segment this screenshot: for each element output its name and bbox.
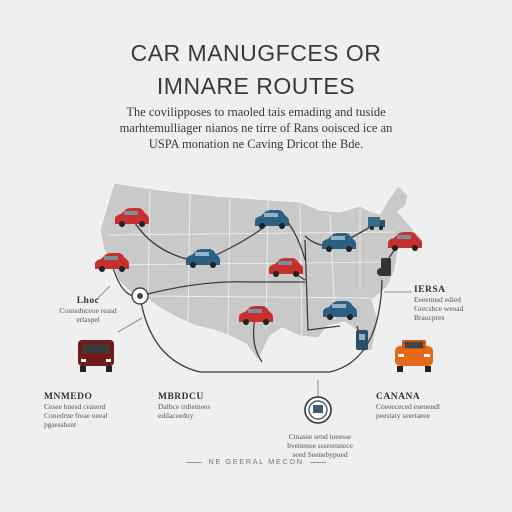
car-icon-red-southwest xyxy=(95,253,129,272)
intro-line-1: The covilipposes to rnaoled tais emading… xyxy=(126,105,386,119)
label-right-upper: IERSA Eeeennsd edied Grecsbce weoad Brau… xyxy=(414,285,464,322)
label-bottom-center: Cmasse send toeesse bvenenoe sssesesnece… xyxy=(287,432,353,459)
footer-text: NE GEERAL MECON xyxy=(208,457,304,466)
intro-line-2: marhtemulliager nianos ne tirre of Rans … xyxy=(119,121,393,135)
car-icon-blue-southeast xyxy=(323,301,357,320)
title-line-1: CAR MANUGFCES OR xyxy=(130,40,382,66)
car-icon-red-west xyxy=(115,208,149,227)
tank-icon-southeast xyxy=(356,330,368,350)
car-icon-blue-northcentral xyxy=(255,210,289,229)
car-icon-maroon-front xyxy=(78,340,114,372)
intro-line-3: USPA monation ne Caving Dricot the Bde. xyxy=(148,137,364,151)
car-icon-orange-front xyxy=(395,340,433,372)
car-icon-red-south xyxy=(239,306,273,325)
label-bottom-left: MNMEDO Cesee bnesd ceaserd Conedrne frea… xyxy=(44,392,108,429)
footer-dash-left xyxy=(186,461,203,463)
label-bottom-right: CANANA Coeeececed esenendl peestaty seer… xyxy=(376,392,440,420)
emblem-icon xyxy=(304,396,332,424)
footer-dash-right xyxy=(309,461,326,463)
label-left-upper: Lhoc Cosnsdnceoe reasd erlaspel xyxy=(59,296,117,324)
car-icon-blue-northeast xyxy=(322,233,356,252)
title-line-2: IMNARE ROUTES xyxy=(156,73,356,99)
car-icon-red-central xyxy=(269,258,303,277)
footer: NE GEERAL MECON xyxy=(0,457,512,466)
label-bottom-mid: MBRDCU Dalbce trdiemees eddaceeduy xyxy=(158,392,211,420)
truck-icon-northeast xyxy=(368,217,385,230)
pump-icon-east xyxy=(377,258,391,276)
hub-icon-west xyxy=(131,287,149,305)
car-icon-red-east xyxy=(388,232,422,251)
car-icon-blue-central xyxy=(186,249,220,268)
